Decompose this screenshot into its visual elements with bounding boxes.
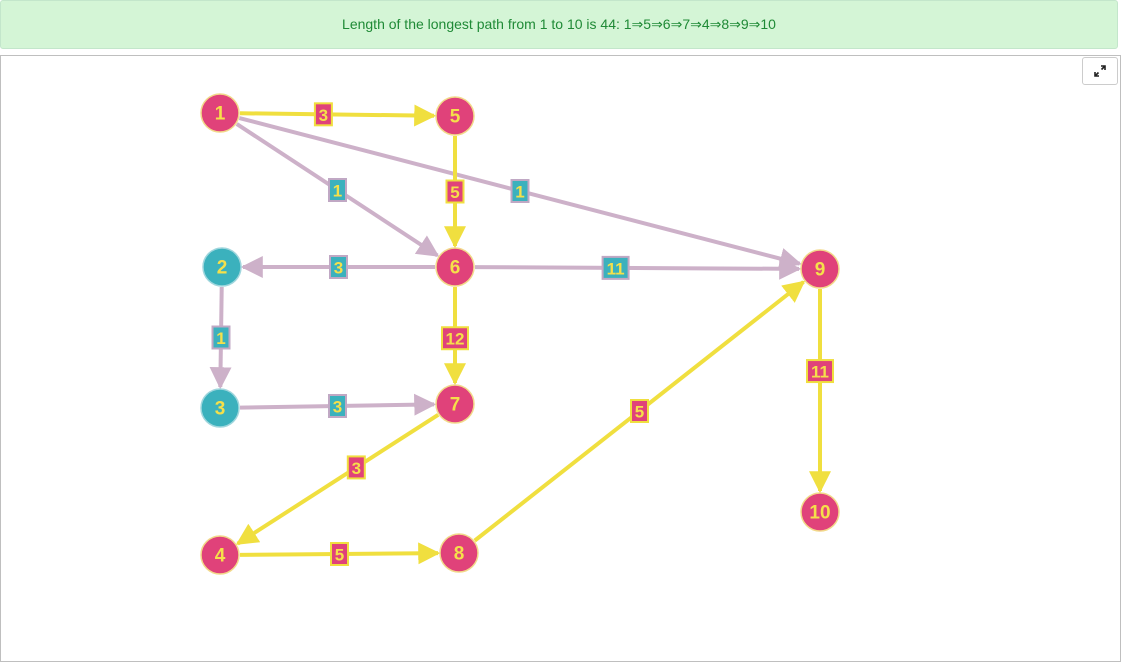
fullscreen-button[interactable] (1082, 57, 1118, 85)
node-circle[interactable] (800, 249, 840, 289)
edge-weight-label-5-6: 5 (445, 179, 465, 204)
edge-weight-label-8-9: 5 (630, 399, 649, 423)
edge-weight-label-4-8: 5 (330, 542, 349, 566)
node-circle[interactable] (202, 247, 242, 287)
node-label: 1 (215, 104, 226, 125)
edge-weight-box (630, 399, 649, 423)
node-label: 9 (815, 260, 826, 281)
node-circle[interactable] (200, 93, 240, 133)
edge-weight-label-6-2: 3 (329, 255, 348, 279)
edge-weight-box (328, 178, 347, 202)
graph-node-5[interactable]: 5 (435, 96, 475, 136)
edge-weight-label-1-9: 1 (510, 179, 530, 203)
graph-node-8[interactable]: 8 (439, 533, 479, 573)
edge-weight-text: 11 (607, 259, 625, 278)
edge-weight-label-6-7: 12 (441, 326, 469, 351)
edge-weight-text: 12 (446, 330, 465, 349)
edge-weight-box (330, 542, 349, 566)
result-message: Length of the longest path from 1 to 10 … (342, 16, 776, 32)
edge-weight-label-1-6: 1 (328, 178, 347, 202)
edge-weight-text: 5 (450, 183, 459, 202)
edge-weight-box (329, 255, 348, 279)
edge-weight-box (328, 394, 347, 418)
graph-node-6[interactable]: 6 (435, 247, 475, 287)
node-label: 6 (450, 258, 461, 279)
edge-7-4 (235, 413, 440, 546)
edge-weight-box (313, 102, 333, 127)
edge-weight-box (806, 359, 834, 384)
node-label: 10 (809, 503, 830, 524)
expand-icon (1094, 65, 1106, 77)
node-label: 4 (215, 546, 226, 567)
edge-weight-text: 1 (216, 329, 225, 348)
node-circle[interactable] (200, 535, 240, 575)
graph-node-9[interactable]: 9 (800, 249, 840, 289)
edge-weight-label-6-9: 11 (601, 255, 630, 280)
graph-node-7[interactable]: 7 (435, 384, 475, 424)
edge-weight-box (346, 455, 366, 480)
node-label: 2 (217, 258, 228, 279)
edge-weight-label-3-7: 3 (328, 394, 347, 418)
edge-weight-box (601, 255, 630, 280)
edge-weight-text: 11 (811, 363, 829, 382)
edge-weight-text: 3 (319, 106, 328, 125)
node-label: 8 (454, 544, 465, 565)
edge-weight-text: 5 (335, 546, 344, 565)
edge-weight-label-2-3: 1 (211, 325, 231, 350)
edge-1-5 (239, 104, 437, 127)
edge-weight-text: 3 (333, 398, 342, 417)
graph-node-4[interactable]: 4 (200, 535, 240, 575)
graph-node-2[interactable]: 2 (202, 247, 242, 287)
node-circle[interactable] (435, 247, 475, 287)
node-circle[interactable] (800, 492, 840, 532)
node-circle[interactable] (200, 388, 240, 428)
node-label: 3 (215, 399, 226, 420)
edge-weight-text: 5 (635, 403, 644, 422)
edge-weight-box (445, 179, 465, 204)
result-message-banner: Length of the longest path from 1 to 10 … (0, 0, 1118, 49)
edge-weight-text: 1 (515, 183, 524, 202)
graph-node-1[interactable]: 1 (200, 93, 240, 133)
node-circle[interactable] (439, 533, 479, 573)
node-label: 7 (450, 395, 461, 416)
edge-weight-label-1-5: 3 (313, 102, 333, 127)
edge-weight-text: 3 (352, 459, 361, 478)
graph-node-10[interactable]: 10 (800, 492, 840, 532)
edge-weight-text: 3 (334, 259, 343, 278)
edge-weight-box (441, 326, 469, 351)
edge-weight-label-9-10: 11 (806, 359, 834, 384)
edge-weight-text: 1 (333, 182, 342, 201)
edge-weight-box (211, 325, 231, 350)
edge-weight-box (510, 179, 530, 203)
node-circle[interactable] (435, 96, 475, 136)
graph-node-3[interactable]: 3 (200, 388, 240, 428)
edge-weight-label-7-4: 3 (346, 455, 366, 480)
edge-6-9 (474, 257, 802, 280)
node-label: 5 (450, 107, 461, 128)
node-circle[interactable] (435, 384, 475, 424)
